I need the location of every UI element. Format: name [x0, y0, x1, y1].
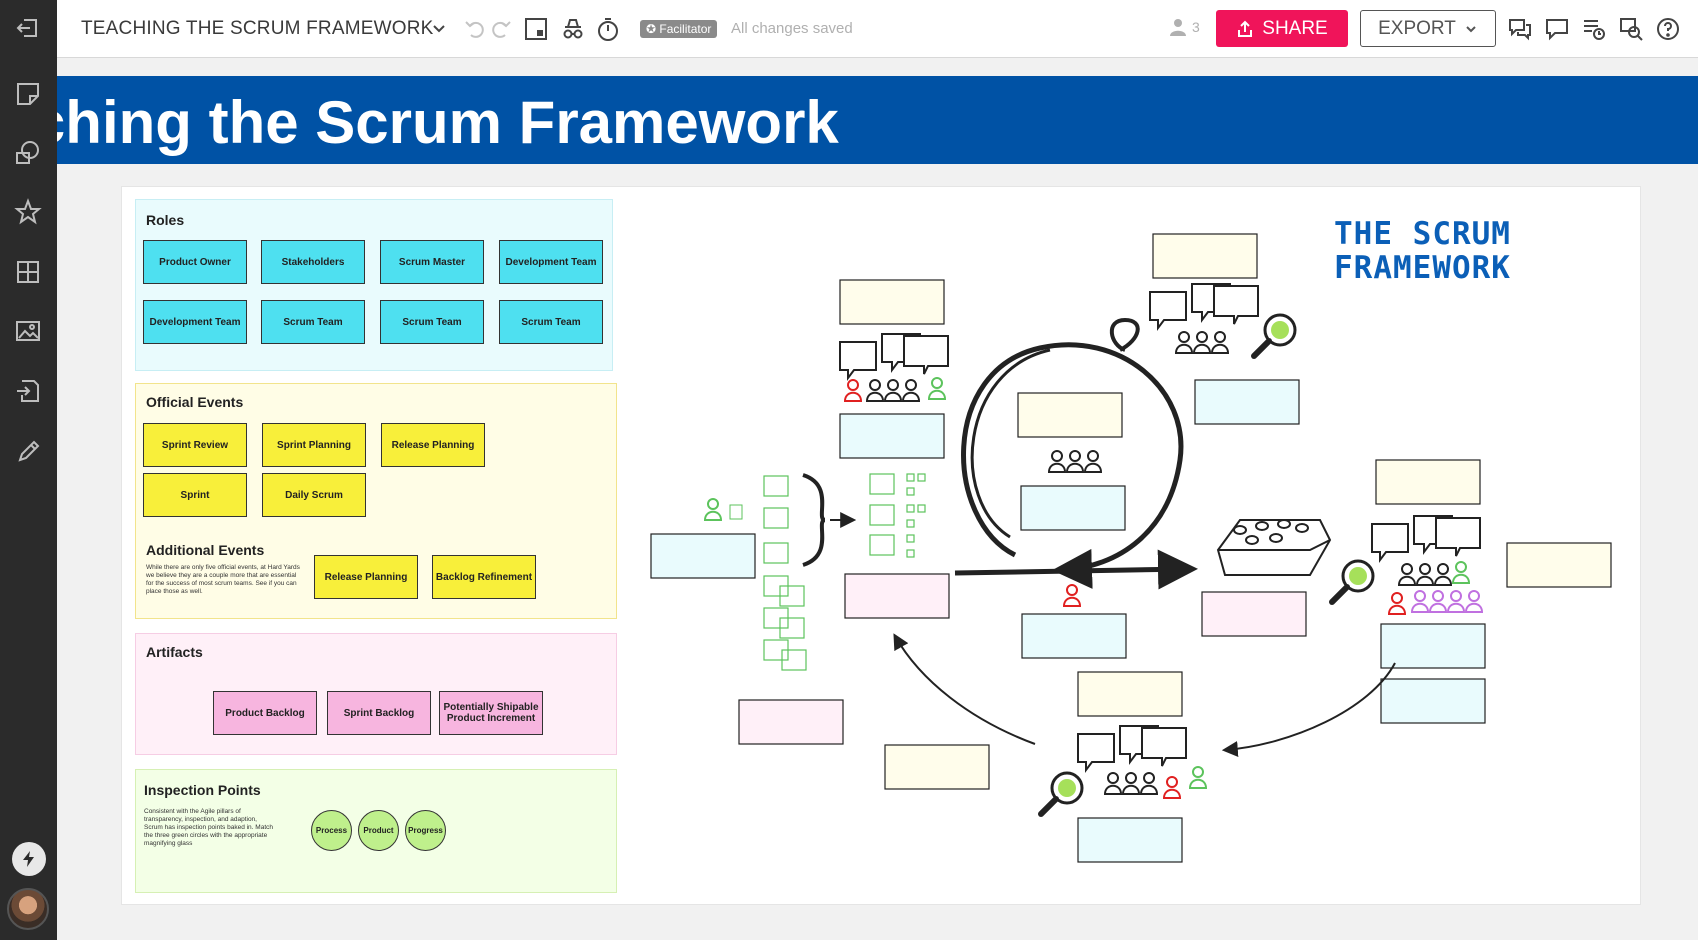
inspection-circle[interactable]: Product — [358, 810, 399, 851]
event-sticky[interactable]: Daily Scrum — [262, 473, 366, 517]
daily-loop-arrow — [961, 342, 1184, 589]
incognito-icon[interactable] — [559, 15, 587, 43]
zoom-search-icon[interactable] — [1617, 15, 1645, 43]
additional-events-title: Additional Events — [146, 542, 265, 558]
board-title[interactable]: TEACHING THE SCRUM FRAMEWORK — [81, 18, 434, 39]
frame-icon[interactable] — [522, 15, 550, 43]
artifact-sticky[interactable]: Product Backlog — [213, 691, 317, 735]
comment-icon[interactable] — [1543, 15, 1571, 43]
role-sticky[interactable]: Scrum Team — [499, 300, 603, 344]
title-banner[interactable]: Teaching the Scrum Framework — [57, 76, 1698, 164]
framework-title: THE SCRUM FRAMEWORK — [1334, 216, 1511, 286]
event-sticky[interactable]: Release Planning — [314, 555, 418, 599]
export-button[interactable]: EXPORT — [1360, 10, 1496, 47]
avatar[interactable] — [7, 888, 49, 930]
additional-events-note: While there are only five official event… — [146, 564, 300, 595]
chat-icon[interactable] — [1506, 15, 1534, 43]
artifacts-title: Artifacts — [146, 644, 203, 660]
chevron-down-icon — [1466, 25, 1476, 32]
exit-board-icon[interactable] — [12, 12, 44, 44]
import-icon[interactable] — [12, 375, 44, 407]
upload-icon — [1238, 20, 1253, 37]
sticky-note-icon[interactable] — [12, 78, 44, 110]
share-button[interactable]: SHARE — [1216, 10, 1348, 47]
sprint-review-group — [1149, 283, 1295, 356]
inspection-circle[interactable]: Process — [311, 810, 352, 851]
chevron-down-icon[interactable] — [429, 18, 449, 38]
role-sticky[interactable]: Development Team — [143, 300, 247, 344]
inspection-title: Inspection Points — [144, 782, 261, 798]
event-sticky[interactable]: Sprint Review — [143, 423, 247, 467]
artifact-sticky[interactable]: Sprint Backlog — [327, 691, 431, 735]
product-owner-icon — [704, 498, 722, 521]
flow-arrow — [1221, 662, 1396, 757]
brace-icon — [802, 473, 826, 567]
board-canvas[interactable]: Teaching the Scrum Framework Roles Produ… — [57, 59, 1698, 940]
role-sticky[interactable]: Scrum Team — [380, 300, 484, 344]
event-sticky[interactable]: Sprint Planning — [262, 423, 366, 467]
top-bar: TEACHING THE SCRUM FRAMEWORK ✪ Facilitat… — [57, 0, 1698, 58]
timer-icon[interactable] — [594, 15, 622, 43]
inspection-panel[interactable]: Inspection Points Consistent with the Ag… — [135, 769, 617, 893]
roles-panel[interactable]: Roles Product Owner Stakeholders Scrum M… — [135, 199, 613, 371]
grid-template-icon[interactable] — [12, 256, 44, 288]
banner-title: Teaching the Scrum Framework — [57, 89, 839, 156]
events-title: Official Events — [146, 394, 244, 410]
role-sticky[interactable]: Development Team — [499, 240, 603, 284]
flow-arrow — [893, 633, 1036, 745]
events-panel[interactable]: Official Events Sprint Review Sprint Pla… — [135, 383, 617, 619]
redo-icon[interactable] — [487, 15, 515, 43]
roles-title: Roles — [146, 212, 185, 228]
inspection-note: Consistent with the Agile pillars of tra… — [144, 808, 273, 847]
event-sticky[interactable]: Sprint — [143, 473, 247, 517]
help-icon[interactable] — [1654, 15, 1682, 43]
event-sticky[interactable]: Release Planning — [381, 423, 485, 467]
artifact-sticky[interactable]: Potentially Shipable Product Increment — [439, 691, 543, 735]
user-icon — [1170, 19, 1186, 36]
gear-icon: ✪ — [646, 22, 660, 36]
role-sticky[interactable]: Scrum Team — [261, 300, 365, 344]
star-icon[interactable] — [12, 196, 44, 228]
role-sticky[interactable]: Stakeholders — [261, 240, 365, 284]
artifacts-panel[interactable]: Artifacts Product Backlog Sprint Backlog… — [135, 633, 617, 755]
scrum-framework-diagram — [650, 233, 1612, 863]
backlog-stack — [763, 473, 926, 671]
image-icon[interactable] — [12, 315, 44, 347]
undo-icon[interactable] — [461, 15, 489, 43]
retrospective-group — [1041, 725, 1207, 814]
online-users[interactable]: 3 — [1168, 17, 1200, 37]
pencil-icon[interactable] — [12, 436, 44, 468]
inspection-circle[interactable]: Progress — [405, 810, 446, 851]
save-status: All changes saved — [731, 20, 853, 37]
activity-log-icon[interactable] — [1580, 15, 1608, 43]
placeholder-boxes[interactable] — [650, 233, 1612, 863]
role-sticky[interactable]: Product Owner — [143, 240, 247, 284]
shapes-icon[interactable] — [12, 137, 44, 169]
sprint-planning-group — [839, 333, 949, 402]
lightning-icon[interactable] — [12, 842, 46, 876]
facilitator-badge[interactable]: ✪ Facilitator — [640, 20, 718, 38]
role-sticky[interactable]: Scrum Master — [380, 240, 484, 284]
increment-box-icon — [1216, 519, 1332, 576]
stakeholders-group — [1332, 515, 1483, 615]
event-sticky[interactable]: Backlog Refinement — [432, 555, 536, 599]
left-toolbar — [0, 0, 57, 940]
